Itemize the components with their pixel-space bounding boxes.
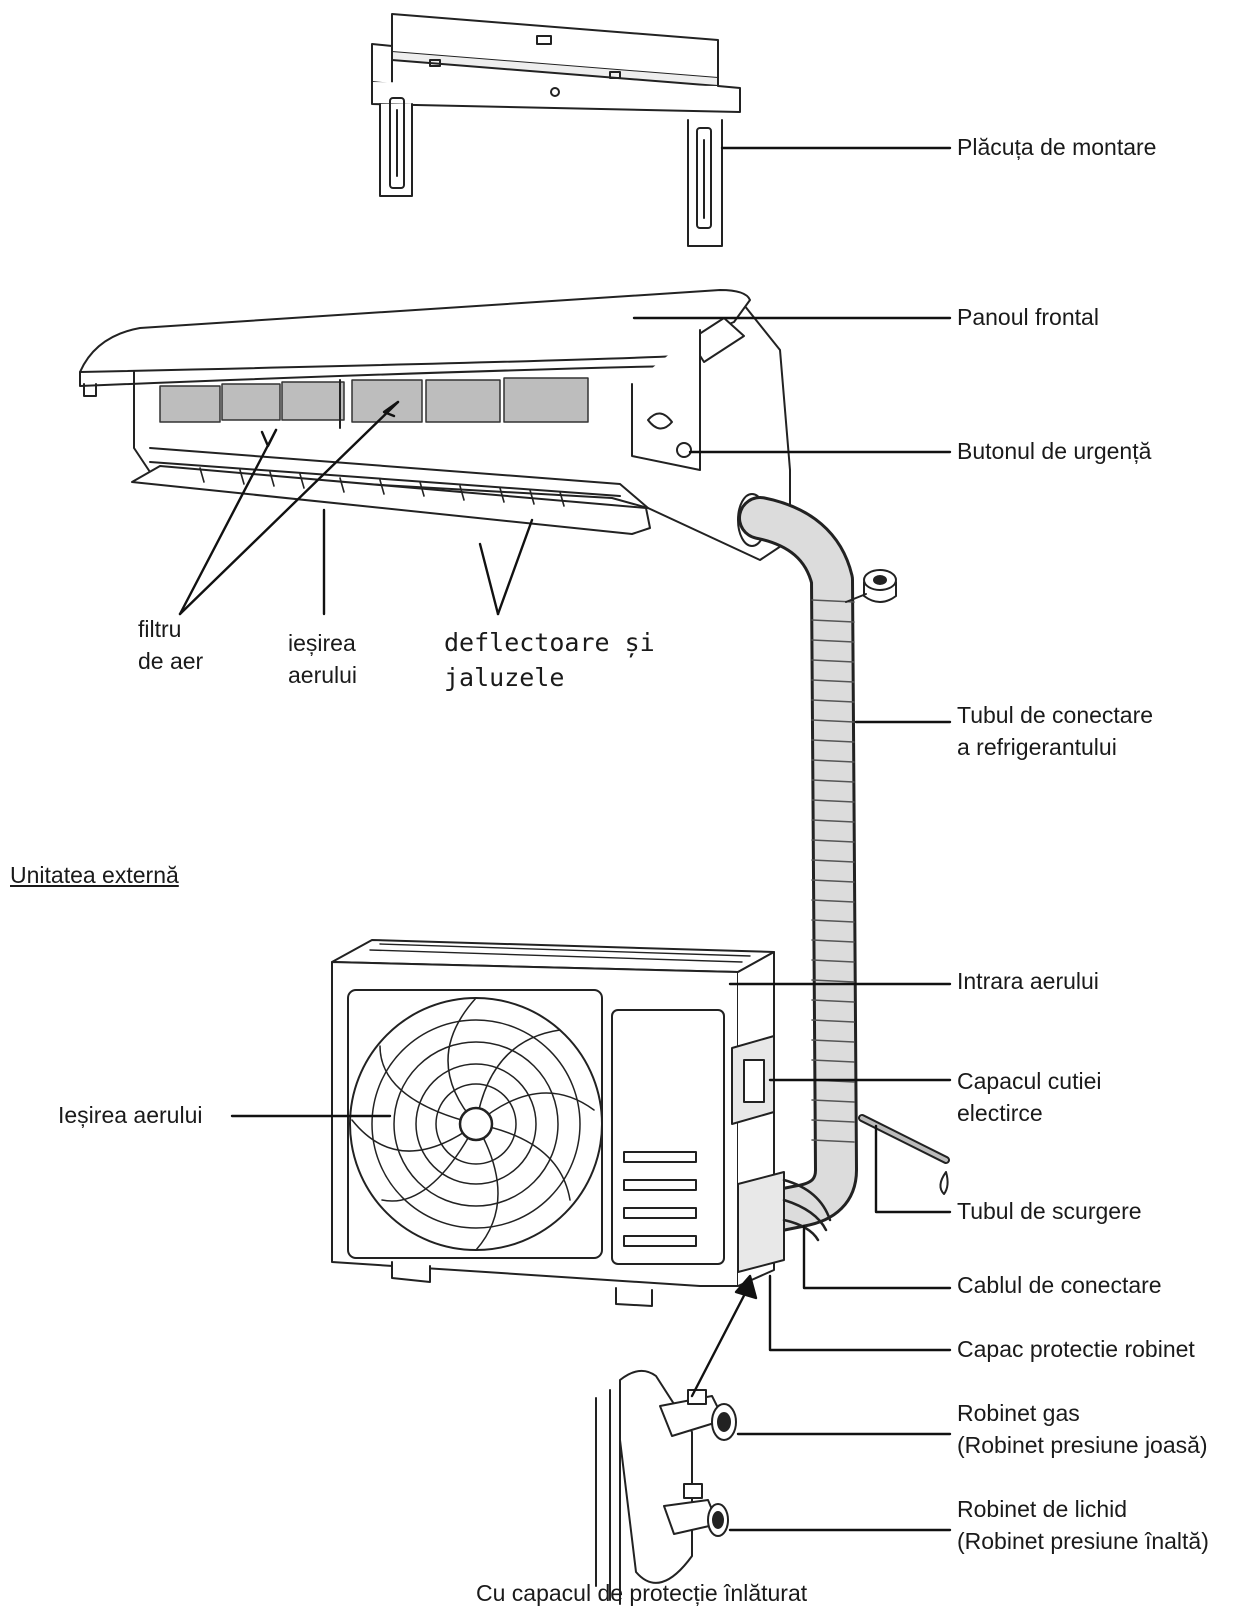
label-electric-box-cover-line2: electirce (957, 1099, 1043, 1126)
indoor-unit (79, 289, 791, 561)
mounting-plate (371, 13, 741, 247)
label-refrigerant-pipe: Tubul de conectare a refrigerantului (957, 700, 1153, 763)
label-gas-valve: Robinet gas (Robinet presiune joasă) (957, 1398, 1208, 1461)
label-liquid-valve-line1: Robinet de lichid (957, 1496, 1128, 1522)
outdoor-fan (349, 997, 603, 1251)
label-deflectors-line2: jaluzele (444, 662, 565, 692)
label-gas-valve-line2: (Robinet presiune joasă) (957, 1431, 1208, 1458)
label-electric-box-cover: Capacul cutiei electirce (957, 1066, 1101, 1129)
label-air-filter-line1: filtru (138, 616, 182, 642)
label-cover-removed: Cu capacul de protecție înlăturat (476, 1580, 808, 1606)
service-valves (595, 1369, 737, 1605)
label-indoor-air-outlet-line1: ieșirea (288, 630, 356, 656)
label-air-inlet: Intrara aerului (957, 968, 1099, 994)
leader-lines (178, 146, 952, 1532)
label-deflectors: deflectoare și jaluzele (444, 626, 655, 695)
label-refrigerant-pipe-line1: Tubul de conectare (957, 702, 1154, 728)
label-valve-cover: Capac protectie robinet (957, 1336, 1195, 1362)
label-refrigerant-pipe-line2: a refrigerantului (957, 733, 1117, 760)
label-liquid-valve-line2: (Robinet presiune înaltă) (957, 1527, 1209, 1554)
label-connecting-cable: Cablul de conectare (957, 1272, 1162, 1298)
label-front-panel: Panoul frontal (957, 304, 1099, 330)
label-air-filter-line2: de aer (138, 647, 204, 674)
label-electric-box-cover-line1: Capacul cutiei (957, 1068, 1102, 1094)
refrigerant-pipe (738, 496, 897, 1232)
label-emergency-button: Butonul de urgență (957, 438, 1152, 464)
label-indoor-air-outlet: ieșirea aerului (288, 628, 357, 691)
outdoor-unit (331, 939, 950, 1307)
label-deflectors-line1: deflectoare și (444, 628, 655, 657)
label-liquid-valve: Robinet de lichid (Robinet presiune înal… (957, 1494, 1209, 1557)
label-gas-valve-line1: Robinet gas (957, 1400, 1080, 1426)
label-drain-pipe: Tubul de scurgere (957, 1198, 1142, 1224)
label-outdoor-unit: Unitatea externă (10, 862, 179, 888)
label-mounting-plate: Plăcuța de montare (957, 134, 1157, 160)
label-outdoor-air-outlet: Ieșirea aerului (58, 1102, 203, 1128)
label-indoor-air-outlet-line2: aerului (288, 661, 358, 688)
label-air-filter: filtru de aer (138, 614, 203, 677)
